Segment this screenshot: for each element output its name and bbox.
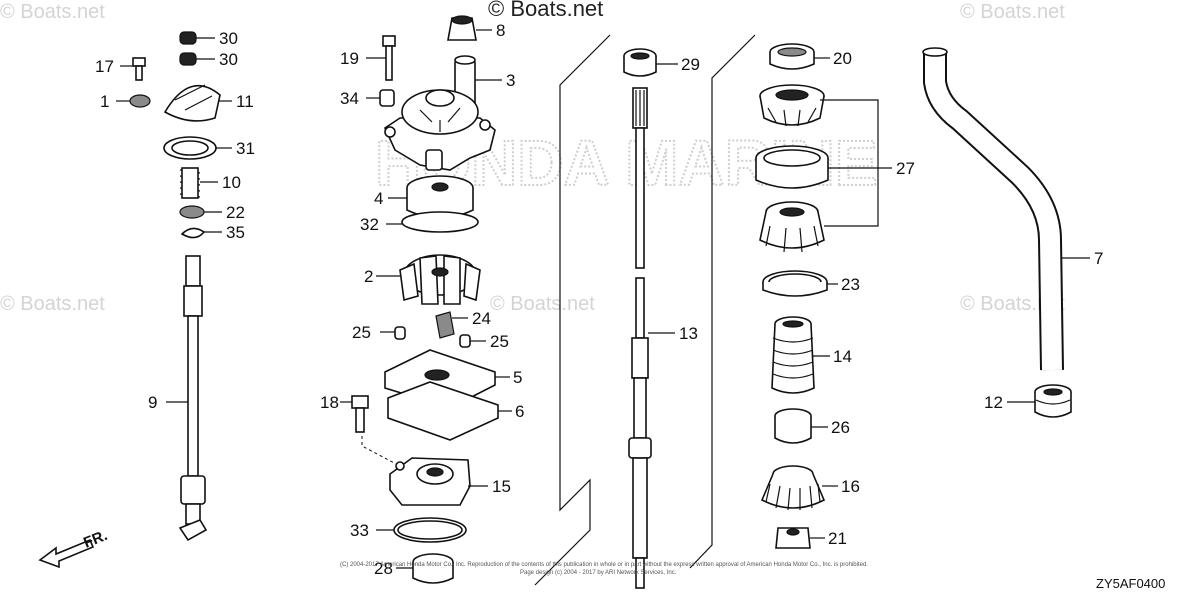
impeller-part-2	[399, 254, 481, 305]
callout-33: 33	[350, 521, 369, 540]
callout-3: 3	[506, 71, 515, 90]
callout-16: 16	[841, 477, 860, 496]
drive-shaft-upper	[632, 87, 648, 269]
callout-32: 32	[360, 215, 379, 234]
callout-28: 28	[374, 559, 393, 578]
callout-20: 20	[833, 49, 852, 68]
callout-8: 8	[496, 21, 505, 40]
callout-19: 19	[340, 49, 359, 68]
callout-30: 30	[219, 29, 238, 48]
diagram-code: ZY5AF0400	[1096, 576, 1165, 591]
column-bearings	[755, 43, 892, 549]
boot-part-14	[771, 316, 815, 394]
callout-25: 25	[490, 332, 509, 351]
nut-part-30	[179, 31, 197, 45]
seal-part-28	[412, 553, 454, 584]
callout-34: 34	[340, 89, 359, 108]
watermark-text: © Boats.net	[0, 1, 105, 23]
liner-part-4	[406, 175, 474, 219]
dowel-part-34	[379, 89, 395, 107]
bearing-part-27	[759, 84, 825, 127]
callout-15: 15	[492, 477, 511, 496]
callout-labels: 30 30 17 1 11 31 10 22 35 9 8 19 3 34 4 …	[95, 21, 1103, 578]
grommet-part-12	[1034, 384, 1072, 418]
callout-21: 21	[828, 529, 847, 548]
watermark-layer: © Boats.net © Boats.net © Boats.net © Bo…	[0, 0, 1065, 315]
spring-part-10	[179, 167, 201, 199]
pump-housing	[383, 89, 496, 171]
callout-12: 12	[984, 393, 1003, 412]
callout-25: 25	[352, 323, 371, 342]
dowel-part-25	[394, 326, 406, 340]
callout-10: 10	[222, 173, 241, 192]
grommet-part-11	[163, 84, 221, 122]
column-water-tube	[922, 47, 1090, 418]
callout-2: 2	[364, 267, 373, 286]
callout-17: 17	[95, 57, 114, 76]
callout-29: 29	[681, 55, 700, 74]
washer-part-22	[179, 205, 205, 219]
callout-4: 4	[374, 189, 383, 208]
group-boundaries	[534, 34, 756, 586]
callout-27: 27	[896, 159, 915, 178]
key-part-24	[435, 311, 455, 339]
pump-base-part-15	[389, 457, 471, 506]
watermark-text: © Boats.net	[0, 293, 105, 315]
callout-6: 6	[515, 402, 524, 421]
callout-22: 22	[226, 203, 245, 222]
bushing-part-26	[774, 408, 812, 444]
callout-1: 1	[100, 92, 109, 111]
callout-30: 30	[219, 50, 238, 69]
column-left: FR.	[38, 31, 232, 569]
bolt-shank	[135, 65, 143, 81]
nut-part-21	[775, 527, 811, 549]
watermark-text: © Boats.net	[490, 293, 595, 315]
front-direction-arrow: FR.	[38, 527, 110, 569]
bolt-part-19	[382, 35, 396, 47]
drive-shaft-part-13	[628, 277, 652, 589]
copyright-block: (C) 2004-2017 American Honda Motor Co., …	[340, 562, 868, 576]
copyright-line: (C) 2004-2017 American Honda Motor Co., …	[340, 562, 868, 568]
column-water-pump	[340, 15, 512, 584]
vertical-shaft-part-9	[178, 255, 208, 542]
boats-net-header: © Boats.net	[488, 0, 603, 21]
bolt-part-18	[351, 395, 369, 409]
callout-31: 31	[236, 139, 255, 158]
bolt-part-17	[132, 57, 146, 67]
callout-7: 7	[1094, 249, 1103, 268]
bearing-cup-part-20	[769, 43, 815, 70]
watermark-text: © Boats.net	[960, 1, 1065, 23]
callout-18: 18	[320, 393, 339, 412]
gasket-part-6	[387, 381, 499, 441]
callout-11: 11	[236, 92, 254, 111]
copyright-line: Page design (c) 2004 - 2017 by ARI Netwo…	[520, 570, 677, 576]
bearing-lower-part-27	[759, 201, 825, 253]
pinion-gear-part-16	[760, 465, 826, 511]
seal-part-29	[623, 48, 657, 77]
column-drive-shaft	[623, 48, 678, 589]
callout-24: 24	[472, 309, 491, 328]
front-direction-label: FR.	[81, 527, 110, 552]
callout-9: 9	[148, 393, 157, 412]
clip-part-35	[180, 227, 206, 239]
callout-14: 14	[833, 347, 852, 366]
nut-part-30	[179, 52, 197, 66]
callout-13: 13	[679, 324, 698, 343]
shim-ring-part-23	[762, 270, 828, 297]
dowel-part-25	[459, 334, 471, 348]
callout-35: 35	[226, 223, 245, 242]
washer-part-1	[129, 94, 151, 108]
oring-part-32	[401, 211, 479, 233]
callout-5: 5	[513, 368, 522, 387]
water-tube-part-7	[922, 47, 1064, 371]
callout-26: 26	[831, 418, 850, 437]
bearing-race-part-27	[755, 145, 829, 189]
callout-23: 23	[841, 275, 860, 294]
